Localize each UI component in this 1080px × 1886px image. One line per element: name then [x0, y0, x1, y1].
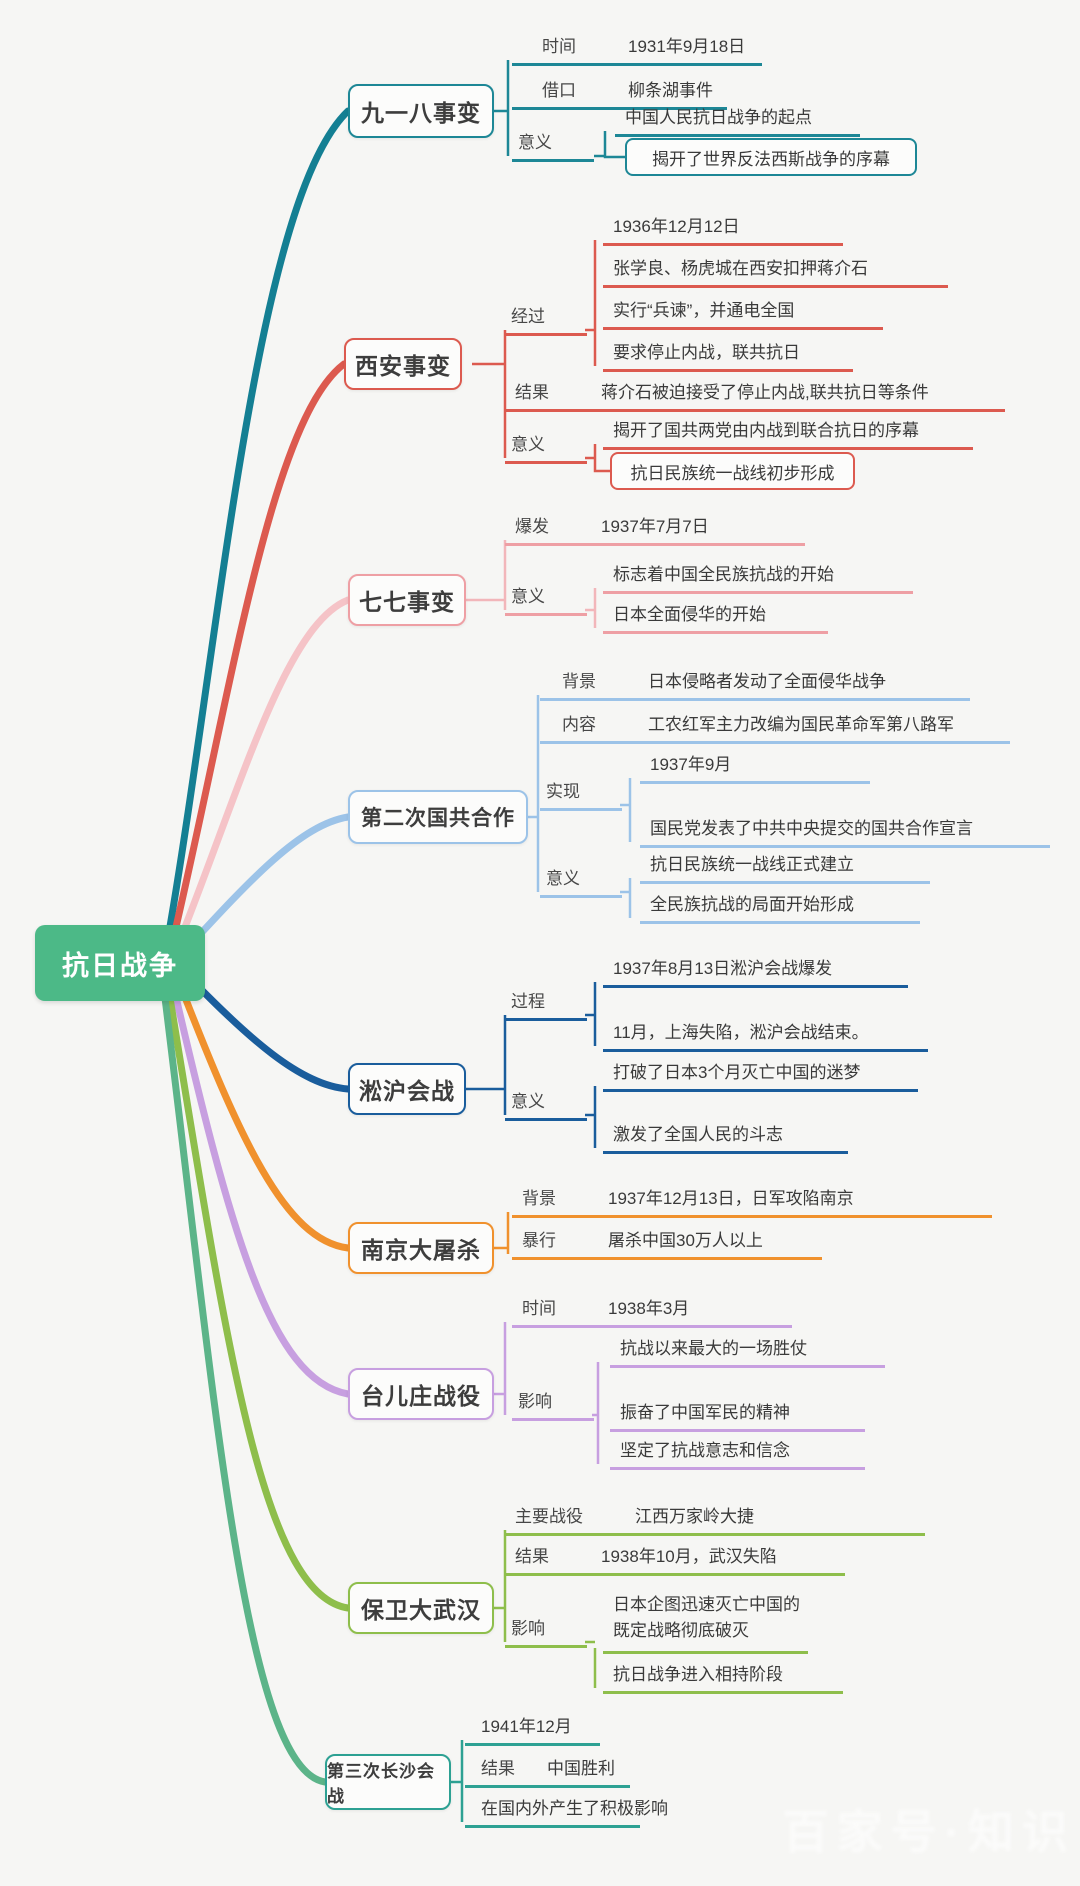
curve-changsha	[160, 986, 329, 1786]
curve-hezuo	[176, 813, 352, 960]
curve-songhu	[176, 964, 352, 1093]
bracket-hezuo	[528, 695, 632, 918]
curve-sep18	[164, 107, 352, 942]
curve-nanjing	[172, 970, 352, 1252]
bracket-wuhan	[494, 1530, 597, 1688]
bracket-xian	[472, 240, 610, 473]
curve-wuhan	[164, 982, 352, 1612]
bracket-nanjing	[494, 1212, 510, 1254]
bracket-changsha	[450, 1740, 464, 1822]
curve-xian	[168, 360, 348, 948]
bracket-sep18	[494, 60, 625, 159]
watermark: 百家号·知识	[782, 1806, 1076, 1858]
bracket-taierzhuang	[494, 1322, 600, 1464]
curve-taierzhuang	[168, 976, 352, 1398]
bracket-qiqi	[466, 540, 597, 628]
bracket-songhu	[466, 982, 597, 1148]
root-topic: 抗日战争	[35, 925, 205, 1001]
curve-qiqi	[172, 596, 352, 954]
